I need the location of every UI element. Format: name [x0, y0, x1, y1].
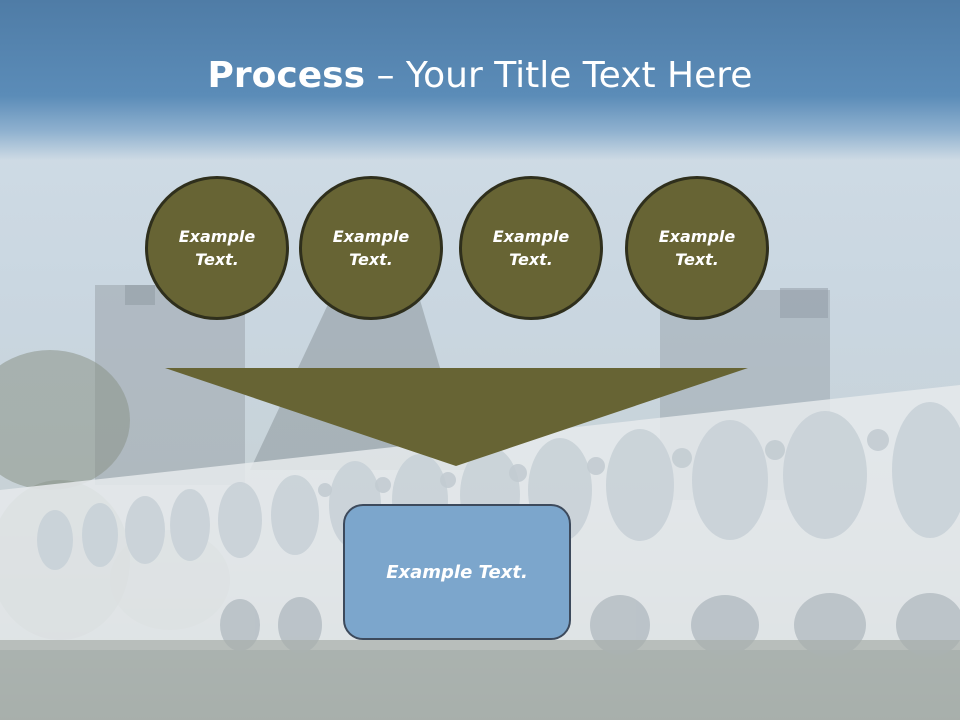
process-arrow-shape — [165, 368, 748, 466]
process-step-label-2: Example Text. — [332, 227, 410, 269]
process-step-label-3: Example Text. — [492, 227, 570, 269]
process-step-circle-4: Example Text. — [625, 176, 769, 320]
result-box-label: Example Text. — [386, 561, 528, 583]
process-step-circle-2: Example Text. — [299, 176, 443, 320]
process-step-label-4: Example Text. — [658, 227, 736, 269]
title-banner — [0, 0, 960, 160]
result-box: Example Text. — [343, 504, 571, 640]
slide-title: Process – Your Title Text Here — [0, 52, 960, 100]
process-step-circle-1: Example Text. — [145, 176, 289, 320]
title-rest-text: – Your Title Text Here — [365, 55, 753, 96]
title-bold-word: Process — [207, 55, 366, 96]
process-step-label-1: Example Text. — [178, 227, 256, 269]
process-step-circle-3: Example Text. — [459, 176, 603, 320]
